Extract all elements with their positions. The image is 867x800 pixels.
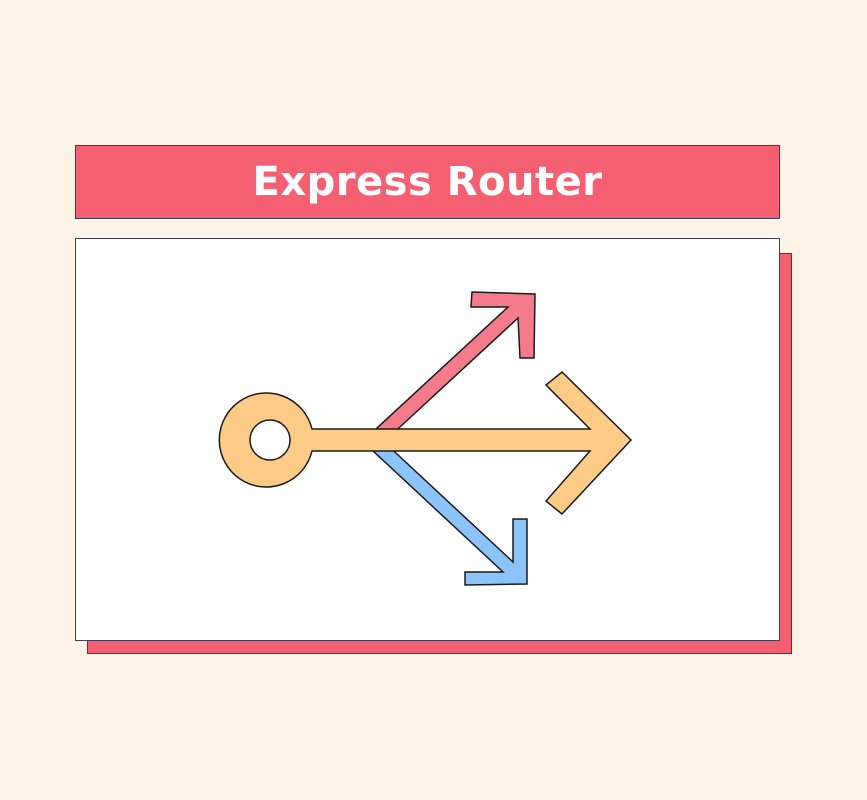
title-banner: Express Router bbox=[75, 145, 780, 219]
yellow-arrow-icon bbox=[218, 370, 633, 516]
red-arrow-icon bbox=[375, 291, 536, 440]
page-title: Express Router bbox=[252, 159, 603, 205]
blue-arrow-icon bbox=[370, 440, 528, 586]
